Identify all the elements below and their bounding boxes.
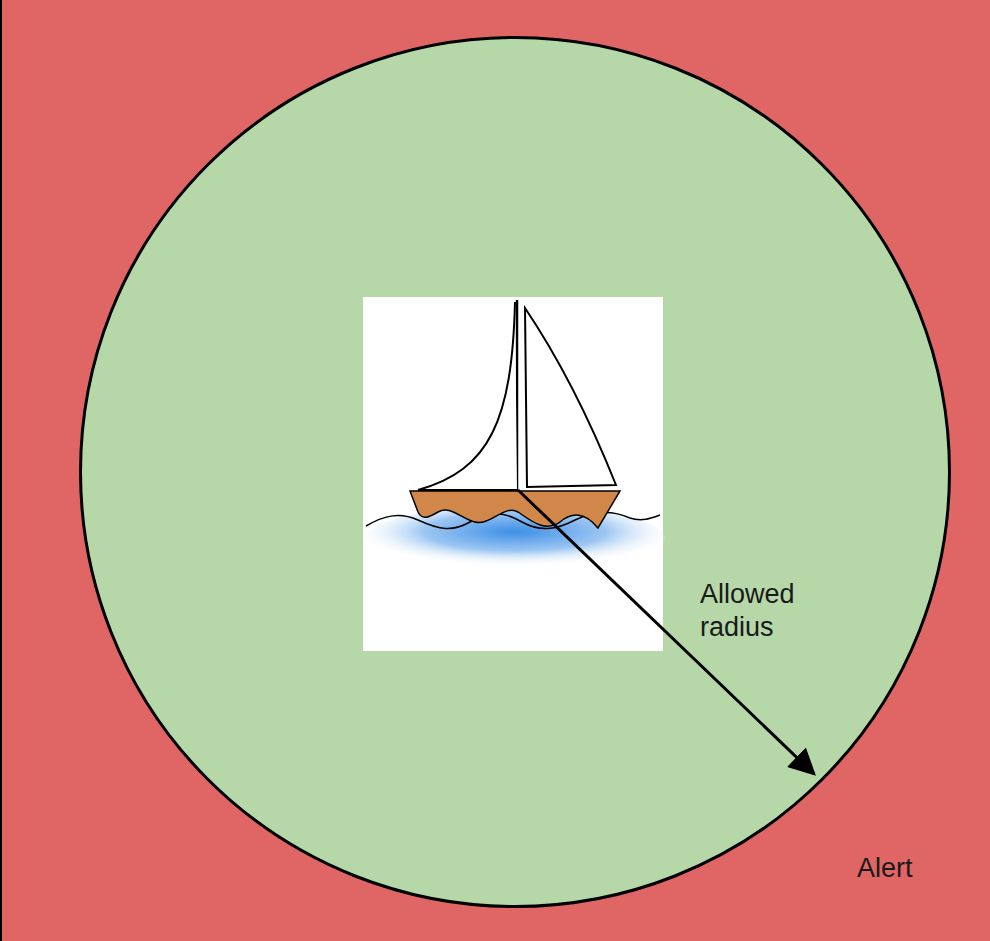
wave-line	[366, 512, 660, 528]
water	[365, 506, 665, 570]
main-sail	[418, 302, 517, 490]
mast	[516, 300, 519, 491]
boat-hull	[410, 491, 620, 528]
circle-shape	[81, 38, 950, 907]
jib-sail	[525, 308, 616, 487]
radius-arrow	[518, 490, 814, 774]
circle-outline	[79, 36, 951, 908]
node-label: Allowed radius	[700, 578, 850, 644]
picture-frame	[363, 297, 663, 651]
node-label: Alert	[857, 852, 987, 885]
allowed-circle: Allowed radius	[79, 36, 951, 908]
